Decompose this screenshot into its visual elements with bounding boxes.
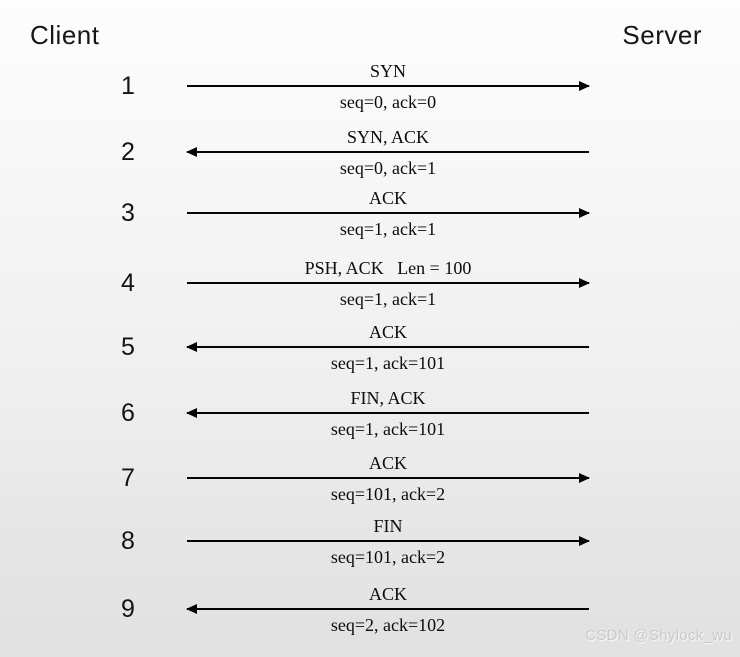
message-seq-label: seq=101, ack=2 — [330, 484, 446, 504]
message-flags-label: PSH, ACK Len = 100 — [304, 258, 472, 278]
message-flags-label: FIN — [373, 516, 403, 536]
message-number: 4 — [121, 269, 135, 297]
message-seq-label: seq=101, ack=2 — [330, 547, 446, 567]
message-seq-label: seq=2, ack=102 — [330, 615, 446, 635]
csdn-watermark: CSDN @Shylock_wu — [585, 627, 732, 644]
message-arrow — [186, 147, 589, 157]
message-seq-label: seq=1, ack=1 — [339, 219, 437, 239]
message-seq-label: seq=1, ack=1 — [339, 289, 437, 309]
message-seq-label: seq=0, ack=0 — [339, 92, 437, 112]
message-number: 5 — [121, 333, 135, 361]
message-number: 9 — [121, 595, 135, 623]
message-arrow — [187, 473, 590, 483]
message-arrow — [187, 208, 590, 218]
message-flags-label: SYN, ACK — [346, 127, 430, 147]
client-endpoint-label: Client — [30, 20, 100, 50]
message-number: 7 — [121, 464, 135, 492]
message-flags-label: ACK — [368, 188, 407, 208]
message-arrow — [186, 604, 589, 614]
message-flags-label: SYN — [369, 61, 406, 81]
message-flags-label: ACK — [368, 584, 407, 604]
message-arrow — [187, 536, 590, 546]
message-number: 1 — [121, 72, 135, 100]
message-arrow — [186, 342, 589, 352]
message-arrow — [187, 81, 590, 91]
message-seq-label: seq=1, ack=101 — [330, 353, 446, 373]
message-seq-label: seq=1, ack=101 — [330, 419, 446, 439]
message-flags-label: ACK — [368, 453, 407, 473]
message-number: 8 — [121, 527, 135, 555]
message-number: 2 — [121, 138, 135, 166]
message-seq-label: seq=0, ack=1 — [339, 158, 437, 178]
message-arrow — [187, 278, 590, 288]
message-flags-label: FIN, ACK — [350, 388, 426, 408]
message-number: 6 — [121, 399, 135, 427]
server-endpoint-label: Server — [622, 20, 702, 50]
message-number: 3 — [121, 199, 135, 227]
message-flags-label: ACK — [368, 322, 407, 342]
message-arrow — [186, 408, 589, 418]
